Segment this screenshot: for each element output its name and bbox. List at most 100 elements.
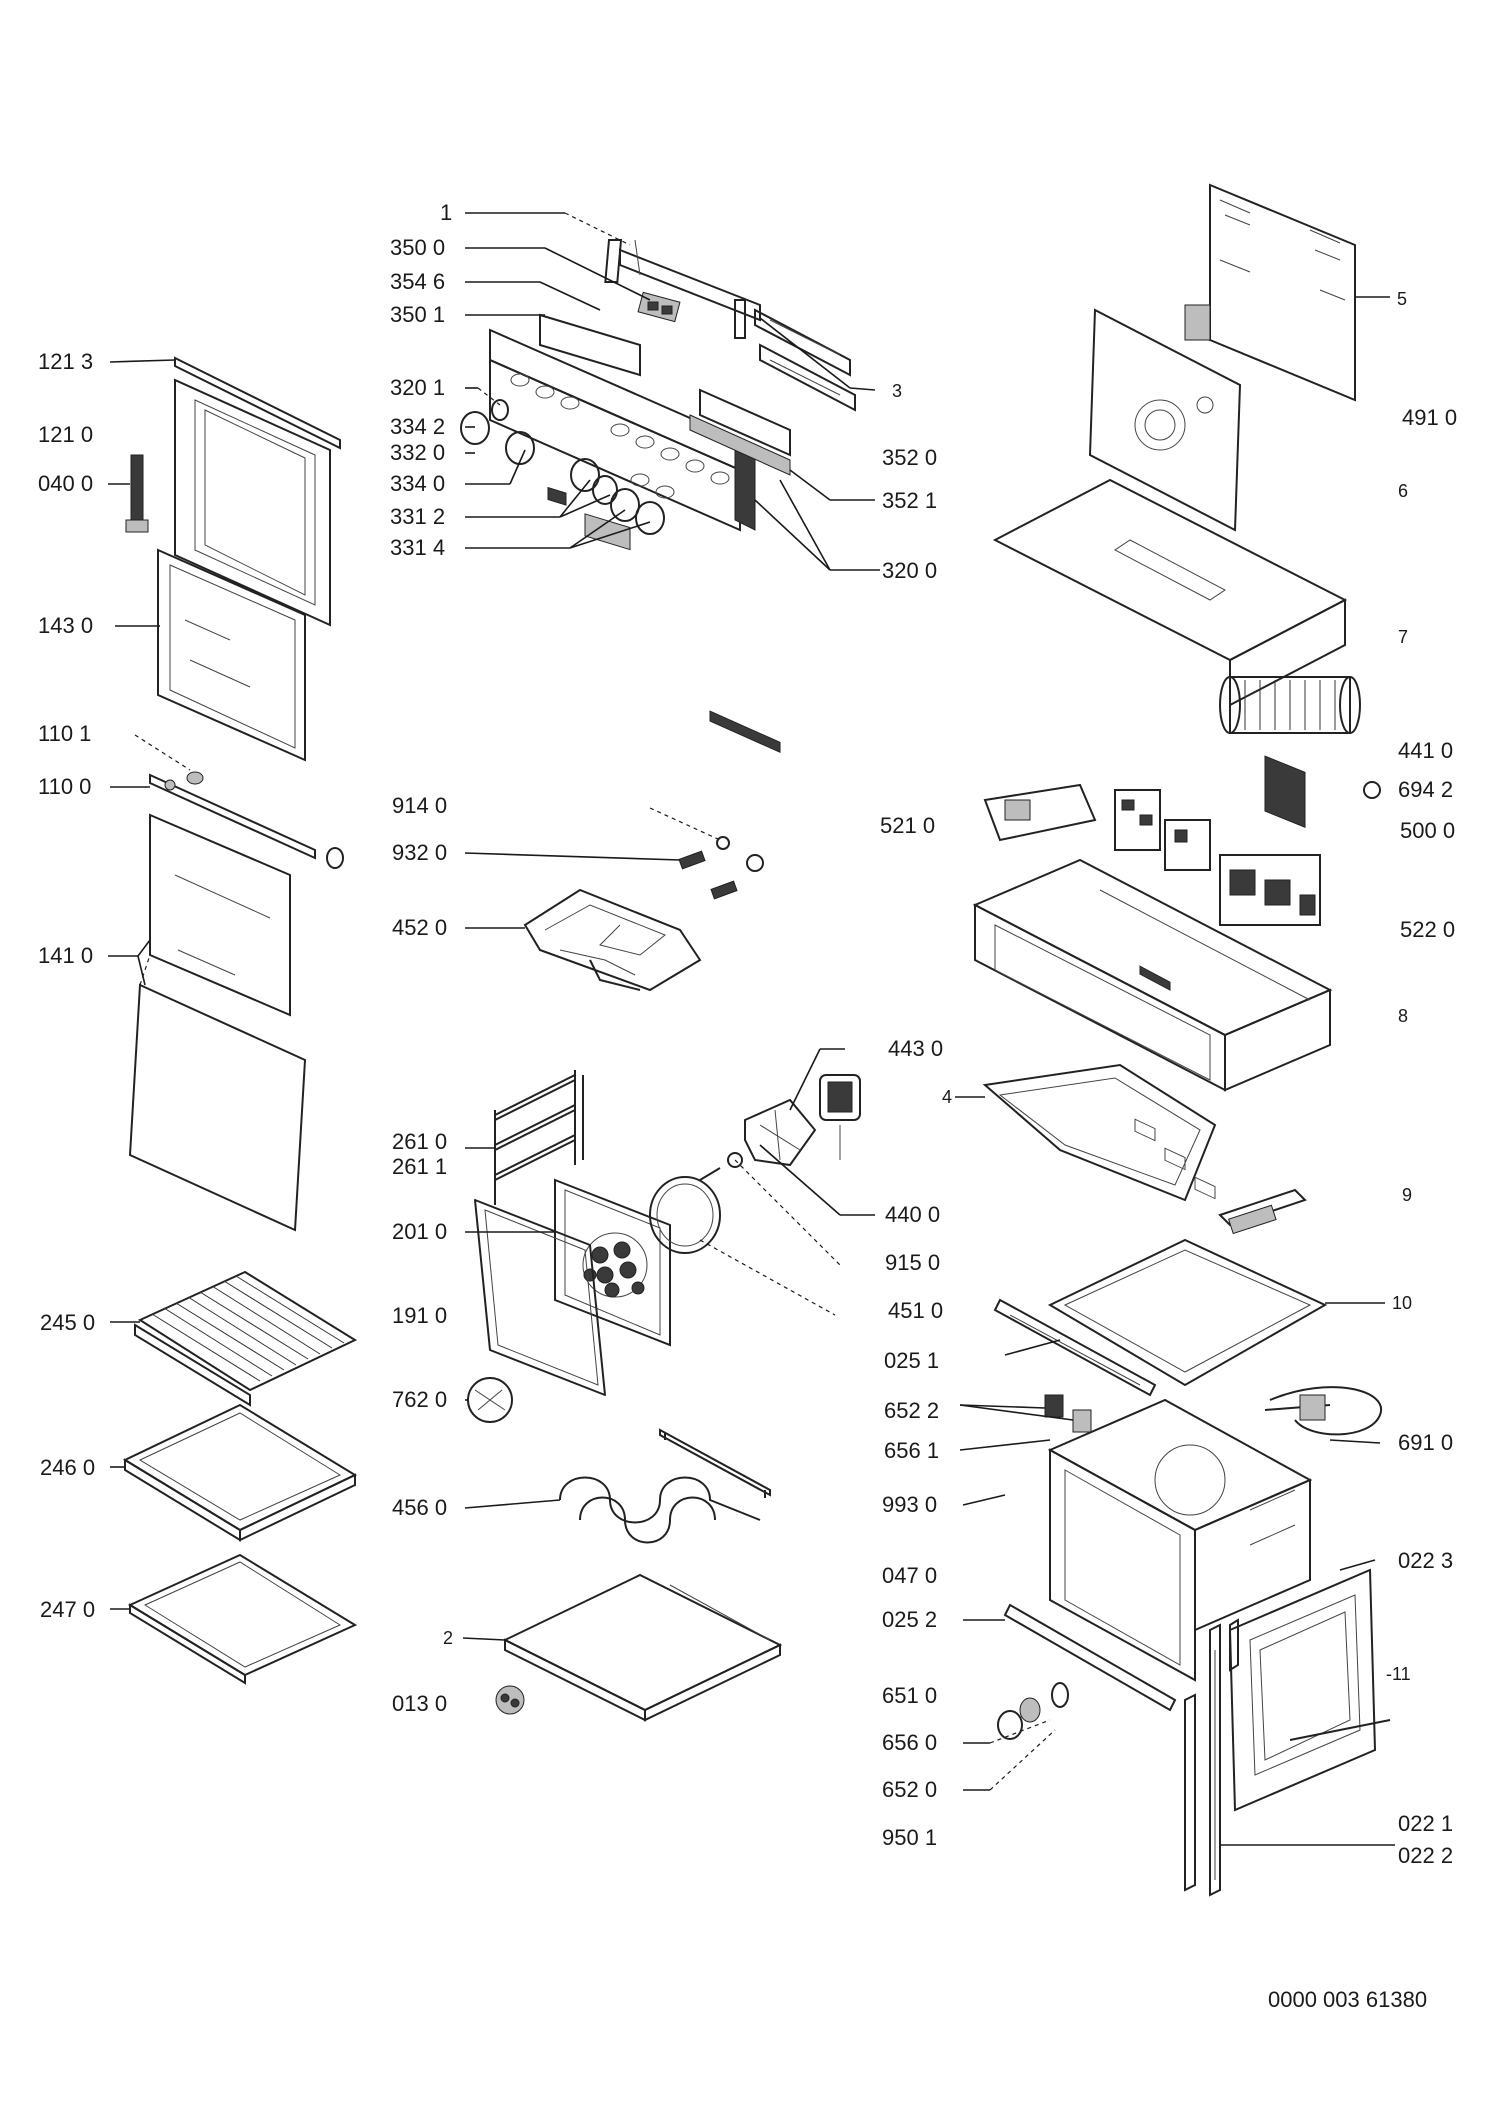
- label-025-2: 025 2: [882, 1607, 937, 1632]
- label-143-0: 143 0: [38, 613, 93, 638]
- cooling-duct-plate: [1088, 308, 1242, 991]
- label-245-0: 245 0: [40, 1310, 95, 1335]
- control-bracket: [604, 239, 856, 412]
- label-2: 2: [443, 1628, 453, 1648]
- lamp-parts: [997, 1682, 1069, 1740]
- touch-strip: [689, 388, 791, 754]
- bottom-rail-025-2: [1003, 1603, 1177, 1712]
- label-022-3: 022 3: [1398, 1548, 1453, 1573]
- label-451-0: 451 0: [888, 1298, 943, 1323]
- fan-cover: [554, 1178, 671, 1347]
- bottom-element: [559, 1428, 771, 1544]
- label-121-3: 121 3: [38, 349, 93, 374]
- oven-cavity: [1047, 1398, 1313, 1682]
- label-110-0: 110 0: [38, 774, 91, 799]
- label-5: 5: [1397, 289, 1407, 309]
- label-8: 8: [1398, 1006, 1408, 1026]
- label-652-0: 652 0: [882, 1777, 937, 1802]
- label-9: 9: [1402, 1185, 1412, 1205]
- label-456-0: 456 0: [392, 1495, 447, 1520]
- label-047-0: 047 0: [882, 1563, 937, 1588]
- label-354-6: 354 6: [390, 269, 445, 294]
- label-11: -11: [1386, 1664, 1411, 1684]
- label-025-1: 025 1: [884, 1348, 939, 1373]
- label-7: 7: [1398, 627, 1408, 647]
- label-4: 4: [942, 1087, 952, 1107]
- cooling-fan: [1219, 676, 1381, 799]
- label-191-0: 191 0: [392, 1303, 447, 1328]
- lamp-holder: [1264, 1386, 1383, 1436]
- label-013-0: 013 0: [392, 1691, 447, 1716]
- electronic-box: [983, 783, 1321, 926]
- control-panel: [489, 328, 756, 532]
- label-950-1: 950 1: [882, 1825, 937, 1850]
- bracket-9: [1218, 1188, 1307, 1235]
- label-651-0: 651 0: [882, 1683, 937, 1708]
- label-320-1: 320 1: [390, 375, 445, 400]
- label-350-0: 350 0: [390, 235, 445, 260]
- baking-tray: [122, 1403, 358, 1542]
- label-3: 3: [892, 381, 902, 401]
- label-521-0: 521 0: [880, 813, 935, 838]
- grill-element: [523, 888, 702, 992]
- fan-blade: [727, 1098, 817, 1168]
- label-022-2: 022 2: [1398, 1843, 1453, 1868]
- door-frame: [174, 378, 331, 627]
- leader-lines: [108, 212, 1395, 1846]
- label-443-0: 443 0: [888, 1036, 943, 1061]
- label-762-0: 762 0: [392, 1387, 447, 1412]
- label-332-0: 332 0: [390, 440, 445, 465]
- hinge: [149, 771, 344, 869]
- drawing-number: 0000 003 61380: [1268, 1987, 1427, 2012]
- label-110-1: 110 1: [38, 721, 91, 746]
- lamp: [495, 1685, 525, 1715]
- side-runners: [494, 1070, 584, 1205]
- label-491-0: 491 0: [1402, 405, 1457, 430]
- cavity-top: [972, 858, 1333, 1092]
- knobs: [460, 399, 665, 535]
- label-350-1: 350 1: [390, 302, 445, 327]
- label-334-0: 334 0: [390, 471, 445, 496]
- screws-914-932: [649, 807, 764, 900]
- door-glass-inner: [157, 548, 306, 762]
- rail-025-1: [993, 1298, 1157, 1397]
- label-331-4: 331 4: [390, 535, 445, 560]
- label-522-0: 522 0: [1400, 917, 1455, 942]
- label-10: 10: [1392, 1293, 1412, 1313]
- fan-motor: [819, 1074, 861, 1160]
- handle: [125, 454, 149, 533]
- side-panel: [1184, 1618, 1239, 1897]
- top-panel: [992, 478, 1348, 1200]
- label-691-0: 691 0: [1398, 1430, 1453, 1455]
- label-1: 1: [440, 200, 452, 225]
- wire-shelf: [134, 1270, 358, 1407]
- door-seal-frame: [1228, 1568, 1391, 1812]
- label-331-2: 331 2: [390, 504, 445, 529]
- label-441-0: 441 0: [1398, 738, 1453, 763]
- label-352-1: 352 1: [882, 488, 937, 513]
- display-module: [539, 313, 641, 551]
- label-500-0: 500 0: [1400, 818, 1455, 843]
- label-261-1: 261 1: [392, 1154, 447, 1179]
- switches: [1044, 1394, 1092, 1433]
- label-915-0: 915 0: [885, 1250, 940, 1275]
- fan-seal: [474, 1199, 606, 1396]
- label-656-1: 656 1: [884, 1438, 939, 1463]
- label-694-2: 694 2: [1398, 777, 1453, 802]
- label-932-0: 932 0: [392, 840, 447, 865]
- label-993-0: 993 0: [882, 1492, 937, 1517]
- label-440-0: 440 0: [885, 1202, 940, 1227]
- label-334-2: 334 2: [390, 414, 445, 439]
- reflector-plate: [982, 1063, 1217, 1202]
- label-656-0: 656 0: [882, 1730, 937, 1755]
- label-320-0: 320 0: [882, 558, 937, 583]
- label-452-0: 452 0: [392, 915, 447, 940]
- door-top-strip: [174, 356, 341, 450]
- door-glass-outer: [128, 813, 307, 1232]
- label-201-0: 201 0: [392, 1219, 447, 1244]
- label-6: 6: [1398, 481, 1408, 501]
- circular-element: [649, 1167, 721, 1254]
- label-022-1: 022 1: [1398, 1811, 1453, 1836]
